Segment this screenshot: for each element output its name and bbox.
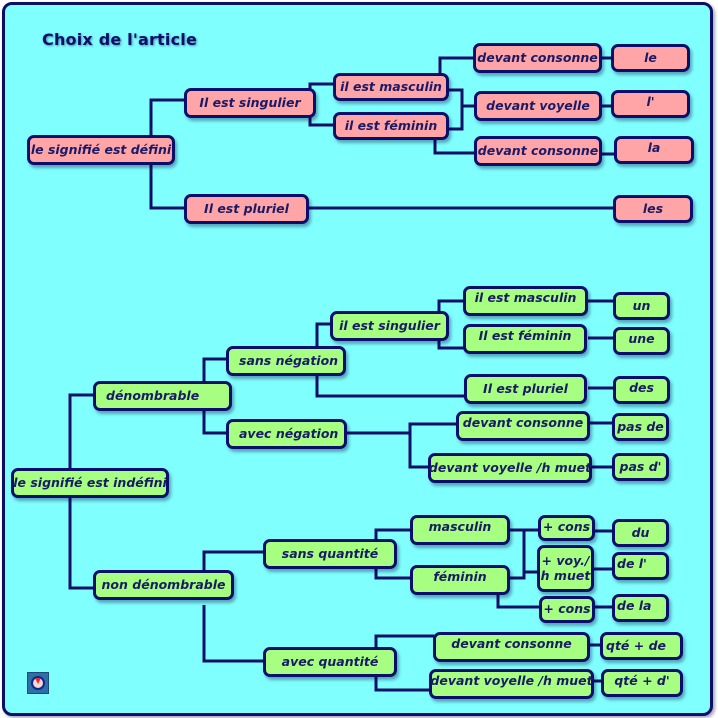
node-article-qte-de: qté + de bbox=[600, 632, 683, 660]
wire-sans-fem bbox=[374, 566, 412, 580]
node-article-des: des bbox=[613, 376, 670, 404]
wire-root-denombrable bbox=[68, 393, 94, 469]
wire-mf-cons-voy bbox=[510, 528, 540, 580]
node-avec-negation: avec négation bbox=[226, 419, 347, 449]
wire-denom-sans bbox=[202, 357, 228, 382]
node-denombrable: dénombrable bbox=[93, 381, 232, 411]
node-article-pas-de: pas de bbox=[612, 413, 669, 441]
wire-sing-fem2 bbox=[437, 340, 465, 350]
node-defini-feminin: il est féminin bbox=[333, 112, 449, 140]
node-indefini-pluriel: Il est pluriel bbox=[464, 374, 587, 404]
node-article-pas-d: pas d' bbox=[612, 453, 669, 481]
node-article-la: la bbox=[614, 136, 694, 164]
wire-sans-pluriel bbox=[315, 372, 465, 398]
node-article-les: les bbox=[613, 195, 693, 223]
node-article-qte-d: qté + d' bbox=[601, 669, 683, 697]
diagram-title: Choix de l'article bbox=[42, 30, 197, 49]
node-article-de-l: de l' bbox=[612, 552, 669, 580]
node-qte-devant-consonne: devant consonne bbox=[433, 632, 590, 662]
node-article-un: un bbox=[613, 292, 670, 320]
node-signifie-defini: le signifié est défini bbox=[27, 135, 175, 165]
node-article-du: du bbox=[612, 519, 669, 547]
node-article-de-la: de la bbox=[612, 594, 669, 622]
node-defini-devant-consonne-m: devant consonne bbox=[473, 43, 602, 73]
node-indefini-masculin: il est masculin bbox=[463, 286, 588, 316]
node-article-l: l' bbox=[611, 90, 690, 118]
wire-denom-avec bbox=[202, 405, 228, 435]
node-indefini-singulier: il est singulier bbox=[330, 311, 449, 341]
node-article-le: le bbox=[611, 44, 690, 72]
node-article-une: une bbox=[613, 327, 670, 355]
node-neg-devant-voyelle: devant voyelle /h muet bbox=[428, 453, 592, 483]
node-neg-devant-consonne: devant consonne bbox=[456, 411, 590, 441]
wire-root-singulier bbox=[149, 98, 185, 136]
node-indefini-feminin: Il est féminin bbox=[463, 324, 587, 354]
node-defini-devant-consonne-f: devant consonne bbox=[474, 136, 602, 166]
node-defini-devant-voyelle: devant voyelle bbox=[474, 91, 602, 121]
node-plus-cons-f: + cons bbox=[539, 596, 595, 623]
node-nd-feminin: féminin bbox=[410, 565, 510, 595]
node-defini-pluriel: Il est pluriel bbox=[184, 194, 309, 224]
node-defini-masculin: il est masculin bbox=[333, 73, 449, 101]
node-qte-devant-voyelle: devant voyelle /h muet bbox=[429, 669, 594, 699]
node-plus-voyelle: + voy./ h muet bbox=[537, 545, 594, 592]
node-signifie-indefini: le signifié est indéfini bbox=[11, 468, 169, 498]
wire-fem-consonne bbox=[433, 137, 474, 155]
wire-sing-masc2 bbox=[437, 299, 465, 315]
node-non-denombrable: non dénombrable bbox=[93, 570, 234, 600]
node-sans-negation: sans négation bbox=[226, 346, 346, 376]
wire-sans-masc bbox=[374, 528, 412, 540]
wire-masc-fem-voyelle bbox=[447, 88, 476, 131]
node-plus-cons-m: + cons bbox=[538, 515, 595, 541]
wire-nd-sans bbox=[202, 550, 264, 575]
node-nd-masculin: masculin bbox=[410, 515, 510, 545]
node-sans-quantite: sans quantité bbox=[263, 539, 397, 569]
wire-avec-branches bbox=[347, 422, 458, 469]
wire-avec-qte-branches bbox=[374, 634, 434, 692]
wire-root-pluriel bbox=[149, 160, 185, 210]
wire-masc-consonne bbox=[438, 56, 474, 75]
wire-nd-avec bbox=[202, 605, 264, 663]
wire-sans-sing bbox=[315, 322, 332, 347]
node-avec-quantite: avec quantité bbox=[263, 647, 397, 677]
wire-fem-cons bbox=[496, 592, 540, 609]
wire-root-non-denombrable bbox=[68, 496, 94, 590]
app-logo-icon bbox=[27, 672, 49, 694]
node-defini-singulier: Il est singulier bbox=[184, 88, 316, 118]
